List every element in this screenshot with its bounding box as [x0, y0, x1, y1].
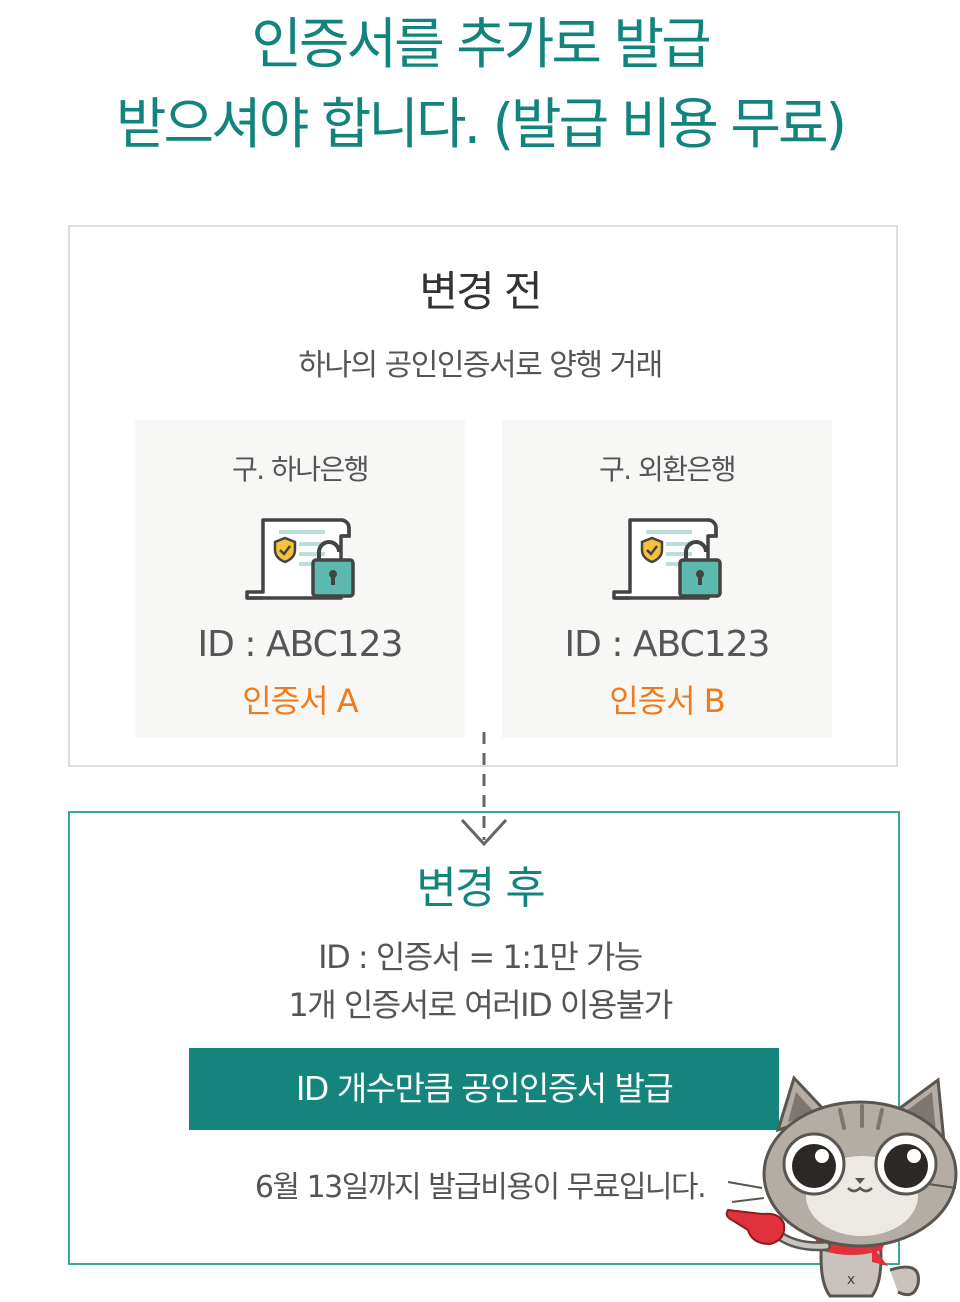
before-panel — [68, 225, 898, 767]
free-issuance-notice: 6월 13일까지 발급비용이 무료입니다. — [254, 1170, 707, 1205]
headline: 인증서를 추가로 발급 받으셔야 합니다. (발급 비용 무료) — [0, 4, 960, 164]
cert-label: 인증서 A — [242, 682, 358, 720]
cat-mascot: x — [725, 1075, 958, 1298]
after-description-line1: ID : 인증서 = 1:1만 가능 — [318, 938, 643, 976]
before-subtitle: 하나의 공인인증서로 양행 거래 — [298, 348, 663, 383]
headline-line1: 인증서를 추가로 발급 — [251, 12, 711, 76]
after-title: 변경 후 — [416, 863, 545, 914]
bank-card-keb: 구. 외환은행 ID : ABC123 인증서 B — [502, 420, 832, 738]
cert-label: 인증서 B — [609, 682, 725, 720]
before-title: 변경 전 — [419, 267, 542, 316]
bank-name: 구. 외환은행 — [598, 453, 737, 486]
after-panel — [68, 811, 900, 1265]
bank-name: 구. 하나은행 — [231, 453, 370, 486]
after-description-line2: 1개 인증서로 여러ID 이용불가 — [288, 986, 673, 1024]
down-arrow-icon — [460, 732, 508, 847]
issue-certificate-banner: ID 개수만큼 공인인증서 발급 — [189, 1048, 779, 1130]
id-label: ID : ABC123 — [197, 624, 404, 665]
bank-card-hana: 구. 하나은행 ID : ABC123 인증서 A — [135, 420, 465, 738]
certificate-lock-icon — [245, 518, 355, 600]
certificate-lock-icon — [612, 518, 722, 600]
svg-text:x: x — [847, 1272, 855, 1288]
id-label: ID : ABC123 — [564, 624, 771, 665]
headline-line2: 받으셔야 합니다. (발급 비용 무료) — [115, 92, 847, 156]
